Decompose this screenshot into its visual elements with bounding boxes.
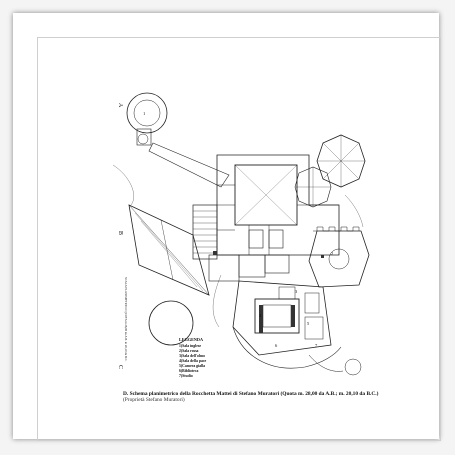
section-label-a: A [117,103,123,108]
svg-text:1: 1 [143,111,145,116]
svg-text:2: 2 [331,251,333,256]
svg-text:6: 6 [275,343,278,348]
south-east-block [232,280,332,356]
caption-credit: (Proprietà Stefano Muratori) [123,397,185,404]
floor-plan-drawing: 1 4 3 2 5 6 7 A B C SCALA PLANIMETRICO Q… [109,55,379,385]
image-frame: 1 4 3 2 5 6 7 A B C SCALA PLANIMETRICO Q… [13,13,441,441]
section-label-b: B [117,231,123,235]
legend-item: 6)Biblioteca [179,369,199,373]
round-tower-a [126,92,168,134]
legend-item: 4)Sala della pace [179,359,207,363]
legend-item: 1)Sala inglese [179,344,201,348]
legend-item: 2)Sala rossa [179,349,199,353]
east-tower [308,230,370,288]
legend-item: 7)Studio [179,374,193,378]
figure-caption: D. Schema planimetrico della Rocchetta M… [123,391,393,404]
staircase [192,204,218,260]
section-label-c: C [117,365,123,369]
legend-item: 3)Sala dell'olmo [179,354,205,358]
vertical-scale-note: SCALA PLANIMETRICO QUOTA m 28,00 da A.B.… [123,277,128,362]
svg-text:4: 4 [259,313,262,318]
image-border [37,37,441,441]
caption-title: D. Schema planimetrico della Rocchetta M… [123,391,379,397]
svg-text:7: 7 [315,343,318,348]
svg-text:5: 5 [307,321,310,326]
svg-text:3: 3 [295,289,298,294]
round-tower-c [148,300,194,346]
legend-title: LEGGENDA [179,337,203,342]
legend-item: 5)Camera gialla [179,364,205,368]
floor-plan-svg: 1 4 3 2 5 6 7 A B C SCALA PLANIMETRICO Q… [112,92,370,378]
plan-legend: LEGGENDA 1)Sala inglese 2)Sala rossa 3)S… [179,337,207,378]
